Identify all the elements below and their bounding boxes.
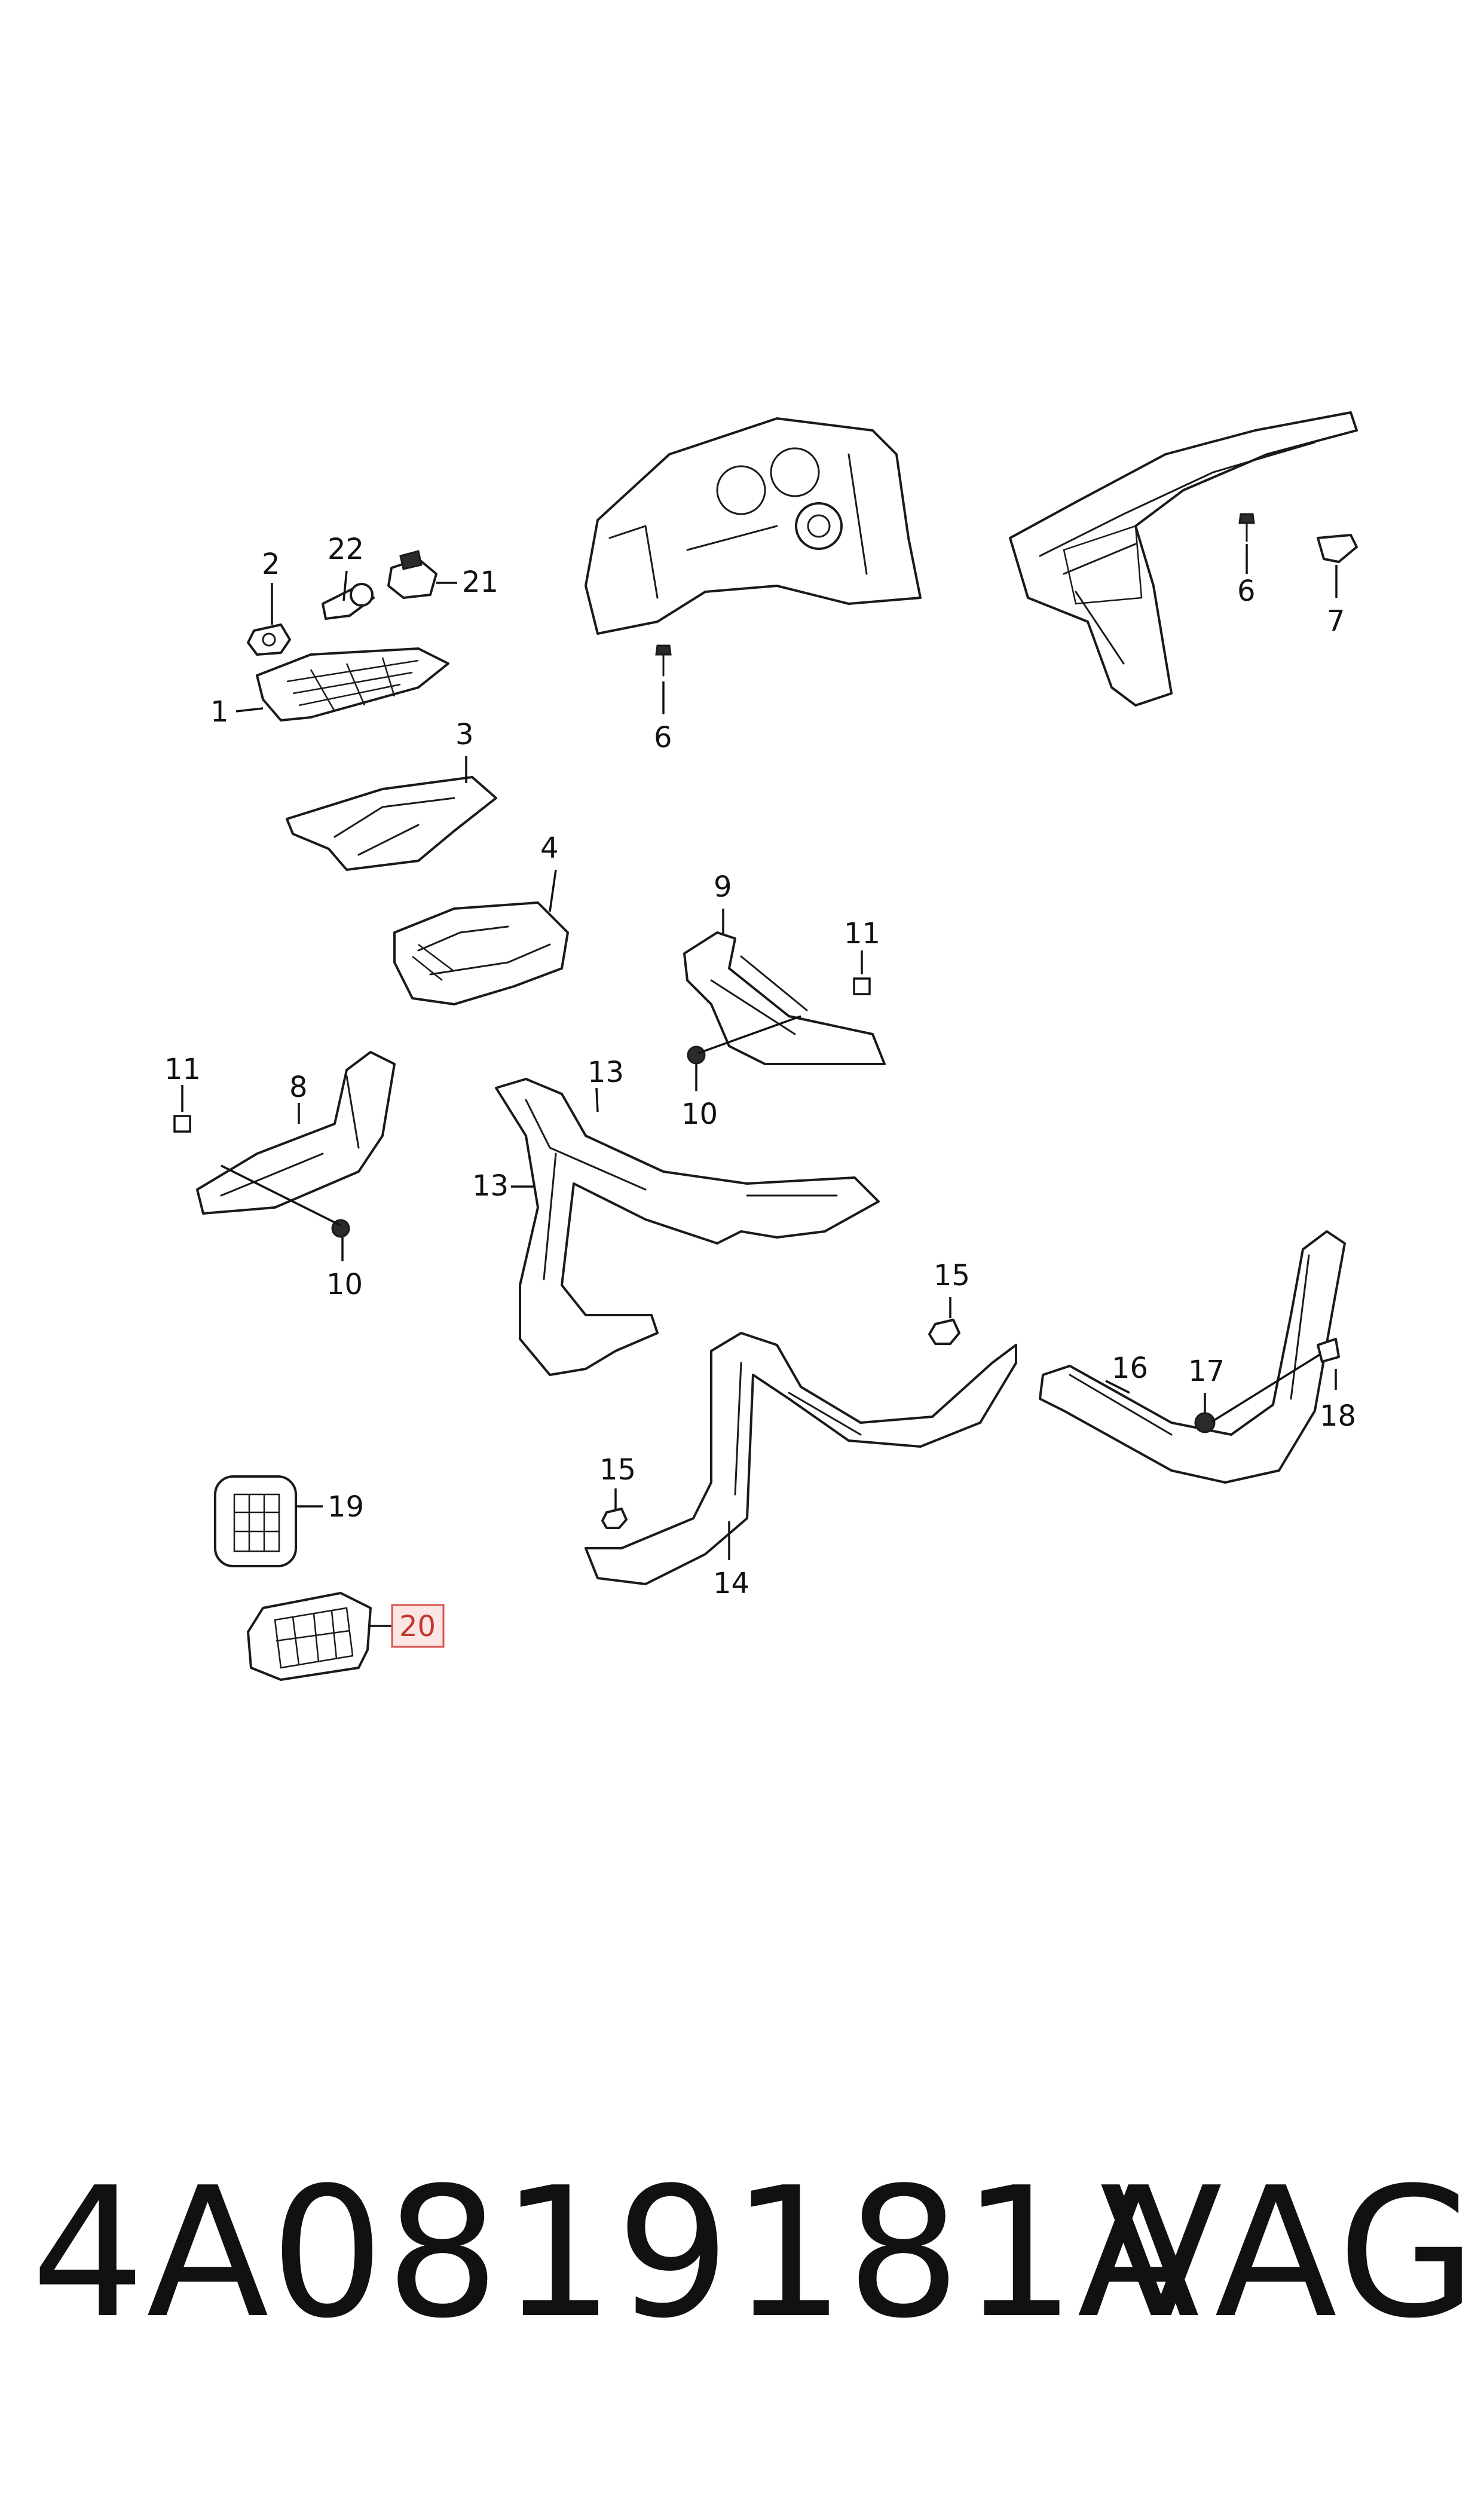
callout-19: 19 [328, 1490, 364, 1524]
part-21-sensor [387, 550, 437, 599]
part-15-nut-b [601, 1508, 628, 1529]
callout-8: 8 [289, 1071, 308, 1104]
callout-11-right: 11 [844, 917, 880, 950]
callout-2: 2 [262, 548, 280, 581]
body-pillar-assembly [1009, 411, 1358, 707]
marker-11-left [173, 1115, 191, 1133]
part-10-screw-a [687, 1045, 706, 1065]
part-1-vent-grille [256, 647, 449, 722]
callout-7: 7 [1327, 604, 1345, 638]
callout-1: 1 [210, 695, 229, 729]
part-14-duct [585, 1332, 1017, 1585]
callout-22: 22 [328, 533, 364, 566]
part-17-screw [1194, 1412, 1216, 1433]
part-20-vent [247, 1592, 372, 1681]
part-15-nut-a [928, 1319, 960, 1345]
callout-15-left: 15 [599, 1453, 636, 1487]
marker-11-right [853, 977, 871, 995]
callout-4: 4 [540, 831, 559, 865]
dashboard-assembly [585, 417, 922, 635]
part-number-label: 4A0819181A [31, 2149, 1201, 2358]
part-22-clip [322, 583, 375, 620]
callout-20-highlight[interactable]: 20 [391, 1604, 445, 1648]
part-6-screw-b [1238, 513, 1255, 542]
callout-6-center: 6 [654, 721, 672, 754]
part-7-clip [1317, 534, 1358, 563]
part-18-clip [1317, 1338, 1340, 1363]
part-9-duct [683, 931, 886, 1065]
callout-17: 17 [1188, 1355, 1225, 1388]
callout-18: 18 [1320, 1399, 1356, 1433]
part-2-nut [247, 623, 291, 656]
leader-lines [181, 544, 1338, 1627]
part-4-duct [393, 901, 569, 1005]
part-3-duct [286, 776, 497, 871]
part-6-screw-a [655, 644, 672, 677]
callout-13-left: 13 [472, 1169, 509, 1203]
callout-16: 16 [1112, 1352, 1148, 1385]
callout-3: 3 [455, 718, 474, 751]
part-13-duct [495, 1078, 880, 1376]
callout-13-top: 13 [588, 1056, 624, 1089]
callout-20: 20 [399, 1610, 436, 1643]
callout-11-left: 11 [164, 1053, 201, 1086]
callout-14: 14 [713, 1567, 749, 1600]
callout-10-lower: 10 [326, 1268, 363, 1301]
brand-label: VAG [1100, 2149, 1480, 2358]
callout-20-box [391, 1604, 445, 1648]
callout-6-right: 6 [1237, 574, 1256, 608]
part-8-duct [196, 1051, 396, 1215]
callout-labels: 2 22 21 1 3 4 6 6 7 9 11 10 11 8 10 13 1… [164, 533, 1356, 1600]
callout-10-upper: 10 [681, 1097, 718, 1131]
callout-21: 21 [462, 565, 498, 599]
part-19-vent [214, 1475, 297, 1567]
callout-15-right: 15 [934, 1259, 970, 1292]
callout-9: 9 [714, 870, 732, 904]
